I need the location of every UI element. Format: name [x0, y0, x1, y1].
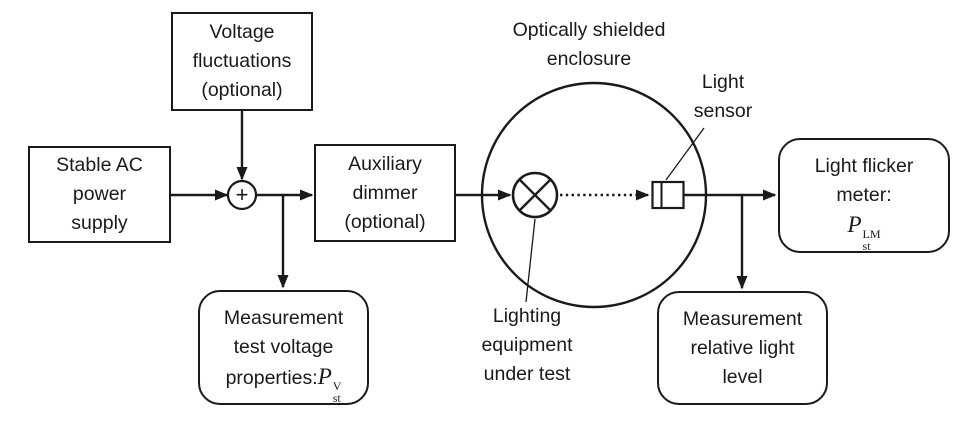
voltage-fluctuations-box: Voltage fluctuations (optional) — [171, 12, 313, 111]
enclosure-label: Optically shielded enclosure — [512, 19, 666, 70]
formula-base: P — [847, 212, 862, 237]
auxiliary-dimmer-label: Auxiliary dimmer (optional) — [344, 152, 426, 233]
light-sensor-label: Light sensor — [693, 71, 753, 122]
formula-base: P — [317, 364, 332, 389]
measurement-relative-light-box: Measurement relative light level — [657, 291, 828, 405]
photodiode-icon — [651, 180, 685, 210]
light-flicker-meter-label: Light flicker meter: — [814, 155, 914, 206]
plus-icon: + — [235, 182, 249, 207]
plus-circle-icon — [226, 179, 258, 211]
formula-prefix: properties: — [225, 367, 318, 389]
lighting-equipment-label: Lighting equipment under test — [481, 305, 573, 385]
stable-ac-power-supply-box: Stable AC power supply — [28, 146, 171, 243]
auxiliary-dimmer-box: Auxiliary dimmer (optional) — [314, 144, 456, 242]
pointer-light-sensor — [665, 127, 705, 181]
stable-ac-power-supply-label: Stable AC power supply — [56, 154, 143, 234]
lamp-circle-x-icon — [511, 171, 559, 219]
measurement-test-voltage-label: Measurement test voltage — [223, 307, 344, 358]
voltage-fluctuations-label: Voltage fluctuations (optional) — [192, 21, 292, 101]
measurement-relative-light-label: Measurement relative light level — [682, 307, 803, 388]
pointer-lighting-equipment — [525, 218, 536, 303]
